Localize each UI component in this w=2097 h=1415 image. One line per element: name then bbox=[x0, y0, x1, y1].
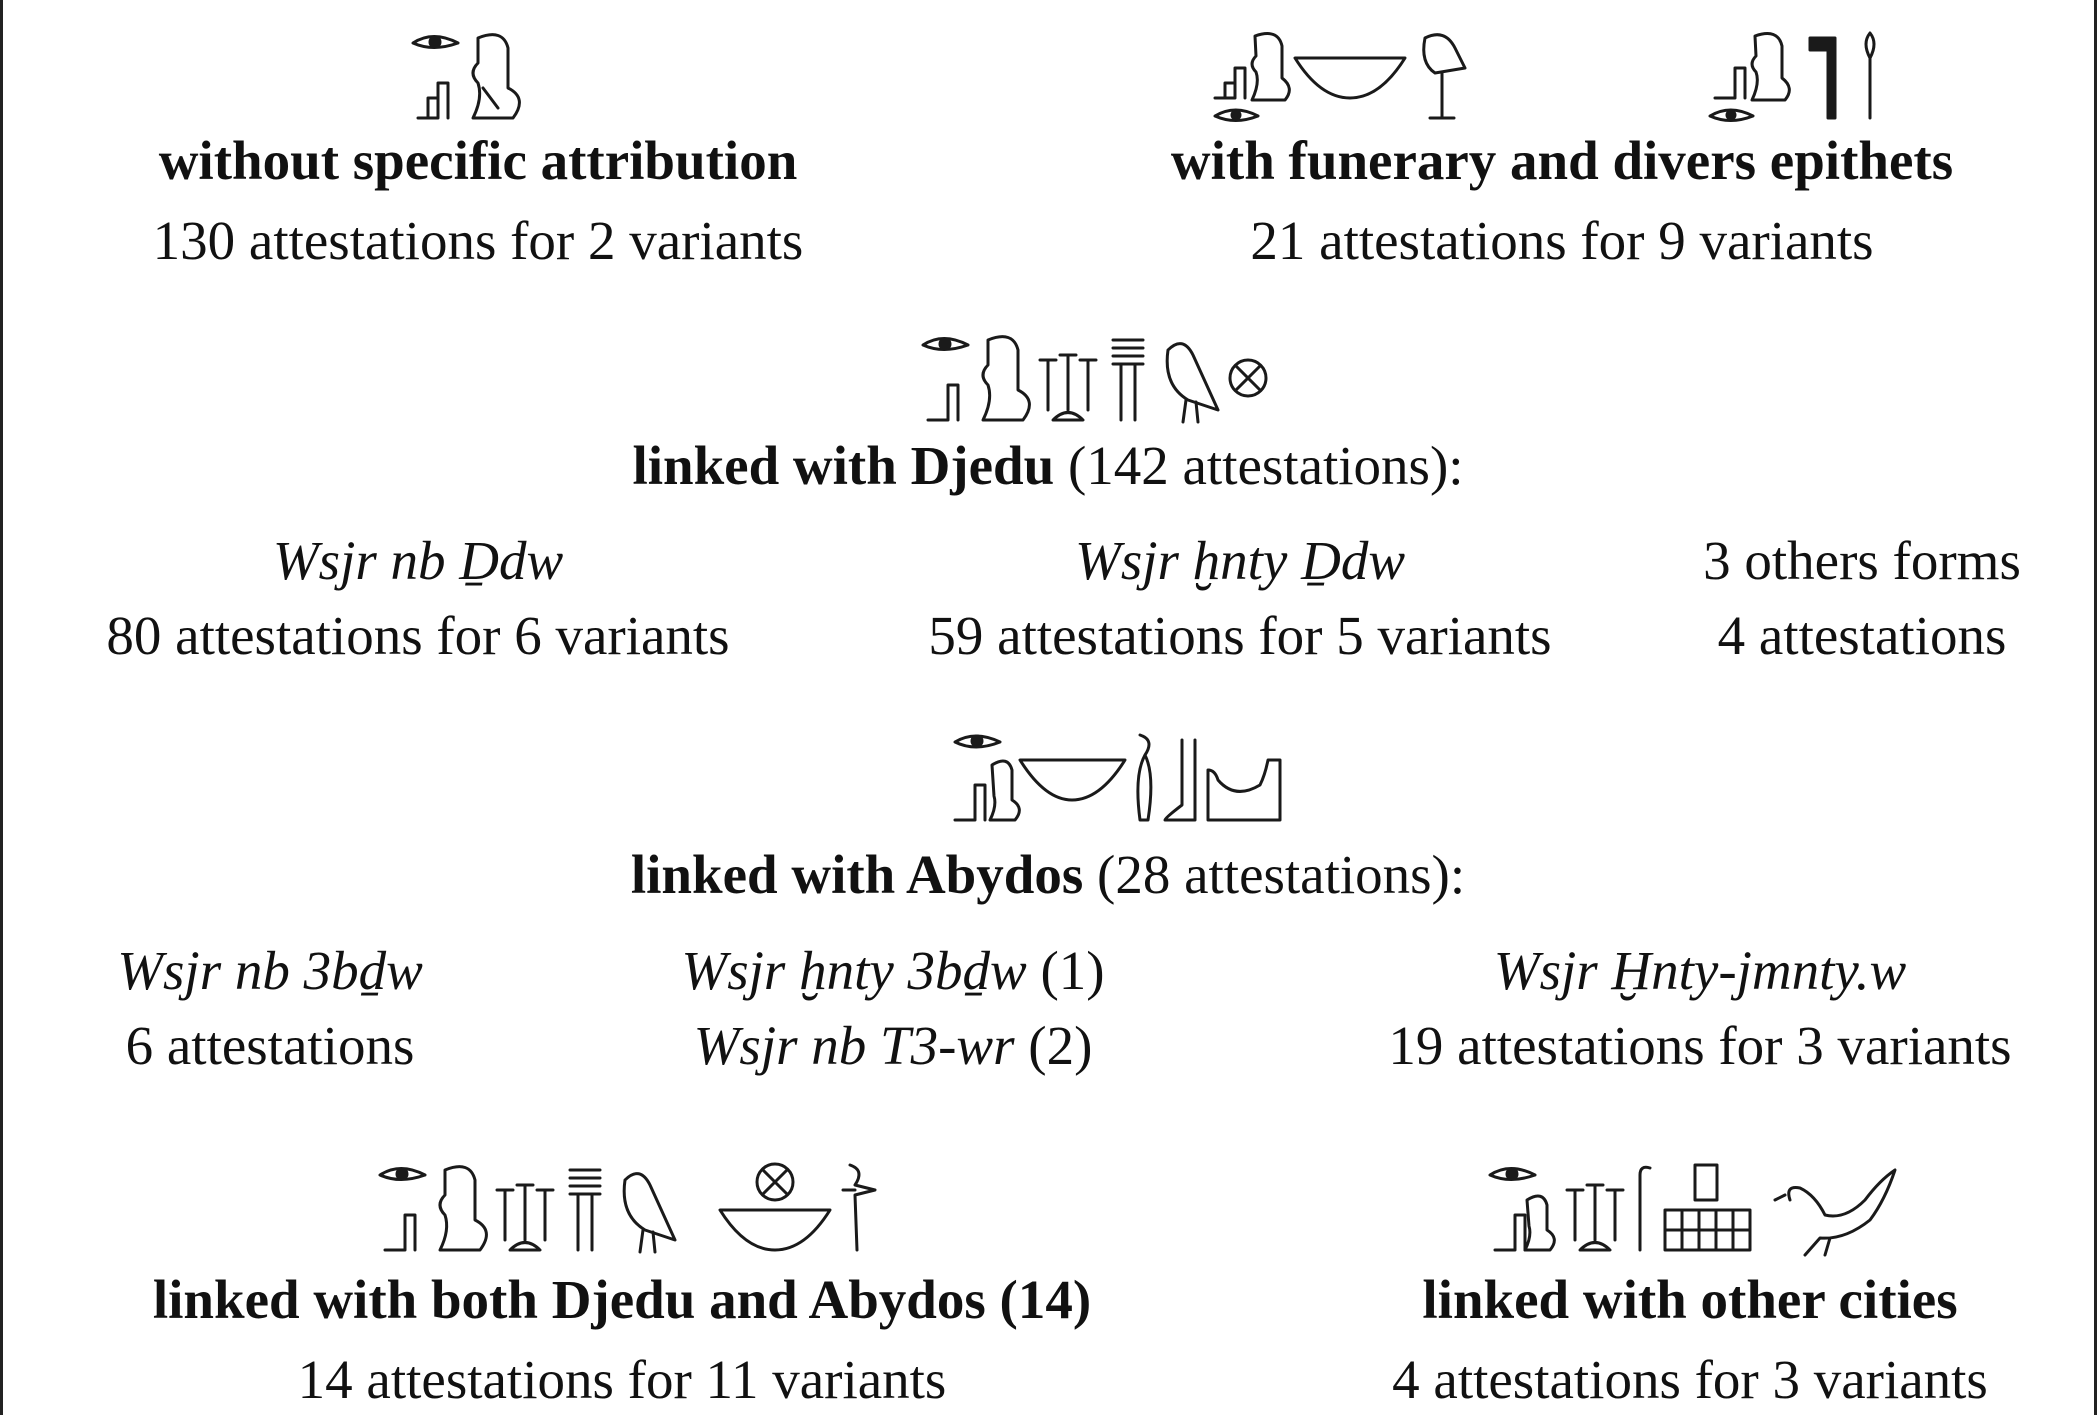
title-abydos-bold: linked with Abydos bbox=[630, 844, 1084, 905]
eye-icon bbox=[411, 35, 460, 49]
falcon-on-standard-icon bbox=[1422, 33, 1467, 120]
title-abydos-suffix: (28 attestations): bbox=[1083, 844, 1466, 905]
count-wsjr-hnty-jmntyw: 19 attestations for 3 variants bbox=[1388, 1015, 2012, 1076]
seated-god-icon bbox=[1523, 1194, 1556, 1252]
title-djedu: linked with Djedu (142 attestations): bbox=[632, 438, 1463, 493]
seated-god-icon bbox=[471, 33, 521, 120]
count-both: 14 attestations for 11 variants bbox=[297, 1349, 947, 1410]
bird-icon bbox=[1165, 342, 1220, 424]
throne-icon bbox=[416, 81, 450, 120]
throne-icon bbox=[383, 1213, 417, 1252]
form-wsjr-hnty-3bdw-line: Wsjr ḫnty 3bḏw (1) bbox=[681, 943, 1104, 998]
hieroglyphs-without-attribution bbox=[408, 28, 548, 128]
count-other-cities: 4 attestations for 3 variants bbox=[1392, 1349, 1988, 1410]
count-wsjr-hnty-ddw: 59 attestations for 5 variants bbox=[928, 605, 1552, 666]
title-without-attribution: without specific attribution bbox=[158, 130, 798, 191]
lotus-cluster-icon bbox=[1038, 353, 1098, 422]
form-wsjr-hnty-3bdw: Wsjr ḫnty 3bḏw bbox=[681, 940, 1027, 1001]
goose-icon bbox=[1773, 1168, 1897, 1257]
eye-icon bbox=[921, 337, 970, 351]
pool-icon bbox=[1206, 758, 1282, 822]
eye-icon bbox=[953, 734, 1002, 749]
eye-icon bbox=[1488, 1167, 1537, 1181]
title-djedu-bold: linked with Djedu bbox=[632, 435, 1055, 496]
seated-god-icon bbox=[438, 1165, 488, 1252]
basket-icon bbox=[1293, 56, 1407, 100]
basket-icon bbox=[1018, 758, 1127, 802]
hieroglyphs-other-cities bbox=[1485, 1160, 1915, 1260]
count-wsjr-nb-3bdw: 6 attestations bbox=[125, 1015, 415, 1076]
basket-icon bbox=[718, 1208, 832, 1252]
form-others: 3 others forms bbox=[1703, 530, 2021, 591]
title-funerary-epithets: with funerary and divers epithets bbox=[1170, 130, 1954, 191]
vase-icon bbox=[841, 1163, 877, 1252]
throne-icon bbox=[1713, 66, 1747, 100]
count-funerary-epithets: 21 attestations for 9 variants bbox=[1250, 210, 1874, 271]
bird-icon bbox=[622, 1172, 677, 1254]
seated-god-icon bbox=[988, 759, 1021, 822]
eye-icon bbox=[1213, 108, 1260, 122]
leg-icon bbox=[1163, 738, 1197, 822]
lotus-cluster-icon bbox=[1565, 1183, 1625, 1252]
city-icon bbox=[1228, 358, 1268, 398]
form-wsjr-nb-t3-wr-count: (2) bbox=[1014, 1015, 1093, 1076]
djed-pillar-icon bbox=[1111, 338, 1145, 422]
form-wsjr-nb-ddw: Wsjr nb Ḏdw bbox=[272, 530, 564, 591]
djed-pillar-icon bbox=[568, 1168, 602, 1252]
hieroglyphs-funerary-epithets bbox=[1210, 28, 1910, 128]
eye-icon bbox=[378, 1167, 427, 1181]
form-wsjr-nb-3bdw: Wsjr nb 3bḏw bbox=[117, 940, 423, 1001]
title-abydos: linked with Abydos (28 attestations): bbox=[631, 847, 1465, 902]
title-both: linked with both Djedu and Abydos (14) bbox=[152, 1269, 1092, 1330]
count-without-attribution: 130 attestations for 2 variants bbox=[152, 210, 804, 271]
form-wsjr-hnty-3bdw-count: (1) bbox=[1026, 940, 1105, 1001]
throne-icon bbox=[1213, 66, 1247, 100]
title-other-cities: linked with other cities bbox=[1422, 1269, 1958, 1330]
count-others: 4 attestations bbox=[1717, 605, 2007, 666]
eye-icon bbox=[1708, 108, 1755, 122]
flag-icon bbox=[1808, 36, 1837, 120]
hieroglyphs-djedu bbox=[918, 330, 1318, 430]
throne-icon bbox=[1493, 1213, 1527, 1252]
scepter-icon bbox=[1864, 31, 1876, 120]
count-wsjr-nb-ddw: 80 attestations for 6 variants bbox=[106, 605, 730, 666]
hieroglyphs-both bbox=[375, 1160, 895, 1260]
vase-icon bbox=[1136, 733, 1153, 822]
form-wsjr-hnty-jmntyw: Wsjr Ḫnty-jmnty.w bbox=[1493, 940, 1907, 1001]
throne-icon bbox=[953, 783, 987, 822]
seated-god-icon bbox=[981, 335, 1031, 422]
city-icon bbox=[755, 1162, 795, 1202]
staff-icon bbox=[1638, 1165, 1652, 1252]
form-wsjr-nb-t3-wr: Wsjr nb T3-wr bbox=[693, 1015, 1015, 1076]
seated-god-icon bbox=[1750, 32, 1791, 102]
throne-icon bbox=[926, 383, 960, 422]
seated-god-icon bbox=[1250, 32, 1291, 102]
building-icon bbox=[1663, 1163, 1752, 1252]
hieroglyphs-abydos bbox=[950, 730, 1300, 830]
title-djedu-suffix: (142 attestations): bbox=[1054, 435, 1464, 496]
form-wsjr-nb-t3-wr-line: Wsjr nb T3-wr (2) bbox=[694, 1018, 1093, 1073]
lotus-cluster-icon bbox=[495, 1183, 555, 1252]
form-wsjr-hnty-ddw: Wsjr ḫnty Ḏdw bbox=[1075, 530, 1405, 591]
